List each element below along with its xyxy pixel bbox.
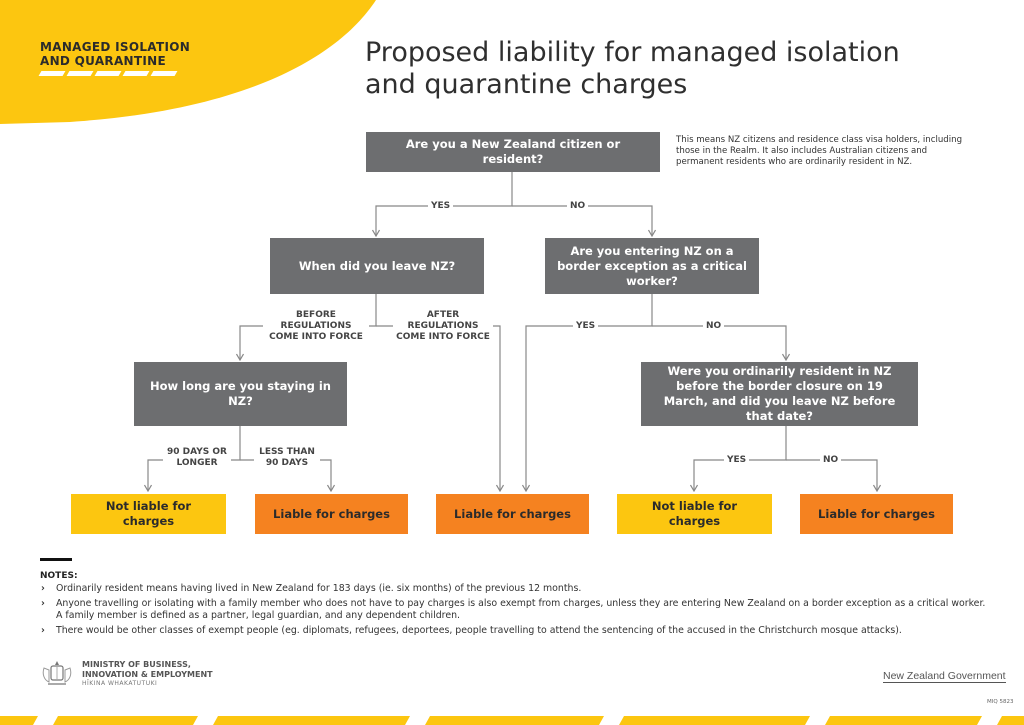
page-title-line-1: Proposed liability for managed isolation	[365, 37, 900, 68]
question-critical-worker: Are you entering NZ on a border exceptio…	[545, 238, 759, 294]
branch-label-q4-less-than-90: LESS THAN 90 DAYS	[254, 447, 320, 469]
ministry-line-2: INNOVATION & EMPLOYMENT	[82, 669, 213, 679]
outcome-not-liable-2: Not liable for charges	[617, 494, 772, 534]
note-item: There would be other classes of exempt p…	[40, 625, 990, 638]
question-length-of-stay: How long are you staying in NZ?	[134, 362, 347, 426]
notes-heading: NOTES:	[40, 571, 78, 581]
branch-label-q3-yes: YES	[573, 321, 599, 332]
notes-list: Ordinarily resident means having lived i…	[40, 583, 990, 639]
outcome-liable-2: Liable for charges	[436, 494, 589, 534]
note-item: Ordinarily resident means having lived i…	[40, 583, 990, 596]
question-citizen-or-resident: Are you a New Zealand citizen or residen…	[366, 132, 660, 172]
outcome-liable-3: Liable for charges	[800, 494, 953, 534]
branch-label-q5-yes: YES	[724, 455, 750, 466]
mbie-logo: MINISTRY OF BUSINESS, INNOVATION & EMPLO…	[40, 660, 213, 689]
branch-label-q1-no: NO	[567, 201, 589, 212]
note-item: Anyone travelling or isolating with a fa…	[40, 598, 990, 623]
nz-government-logo: New Zealand Government	[883, 670, 1006, 683]
branch-label-q2-after: AFTER REGULATIONS COME INTO FORCE	[393, 310, 493, 343]
side-note: This means NZ citizens and residence cla…	[676, 135, 963, 167]
ministry-sub: HĪKINA WHAKATUTUKI	[82, 680, 158, 687]
brand-line-2: AND QUARANTINE	[40, 54, 166, 68]
branch-label-q5-no: NO	[820, 455, 842, 466]
page-title: Proposed liability for managed isolation…	[365, 37, 985, 101]
page-title-line-2: and quarantine charges	[365, 69, 688, 100]
brand-line-1: MANAGED ISOLATION	[40, 40, 191, 54]
branch-label-q1-yes: YES	[428, 201, 454, 212]
outcome-not-liable-1: Not liable for charges	[71, 494, 226, 534]
nz-coat-of-arms-icon	[42, 661, 72, 685]
notes-divider	[40, 558, 72, 561]
ministry-line-1: MINISTRY OF BUSINESS,	[82, 660, 191, 669]
document-code: MIQ 5823	[987, 699, 1014, 705]
branch-label-q2-before: BEFORE REGULATIONS COME INTO FORCE	[263, 310, 369, 343]
footer-dash-band	[0, 716, 1024, 725]
branch-label-q4-90-days: 90 DAYS OR LONGER	[163, 447, 231, 469]
outcome-liable-1: Liable for charges	[255, 494, 408, 534]
branch-label-q3-no: NO	[703, 321, 725, 332]
brand-title: MANAGED ISOLATION AND QUARANTINE	[40, 40, 190, 68]
question-ordinarily-resident: Were you ordinarily resident in NZ befor…	[641, 362, 918, 426]
question-when-left-nz: When did you leave NZ?	[270, 238, 484, 294]
